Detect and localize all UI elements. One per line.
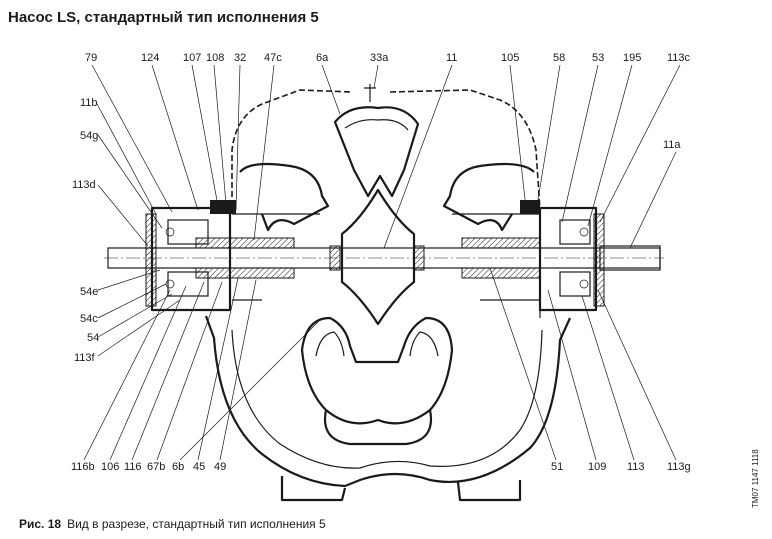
pump-body (104, 84, 664, 502)
callout-45: 45 (193, 461, 205, 473)
callout-106: 106 (101, 461, 119, 473)
figure-number: Рис. 18 (19, 517, 62, 531)
callout-54c: 54c (80, 313, 98, 325)
callout-113d: 113d (72, 179, 96, 191)
callout-113g: 113g (667, 461, 691, 473)
callout-51: 51 (551, 461, 563, 473)
figure-caption-text: Вид в разрезе, стандартный тип исполнени… (67, 517, 326, 531)
callout-79: 79 (85, 52, 97, 64)
callout-54g: 54g (80, 130, 98, 142)
drawing-code: TM07 1147 1118 (751, 449, 760, 508)
page-title: Насос LS, стандартный тип исполнения 5 (8, 9, 319, 26)
callout-53: 53 (592, 52, 604, 64)
callout-33a: 33a (370, 52, 389, 64)
callout-11b: 11b (80, 97, 98, 109)
callout-11a: 11a (663, 139, 681, 151)
callouts-left: 11b 54g 113d 54e 54c 54 113f (72, 97, 99, 364)
callout-105: 105 (501, 52, 519, 64)
callout-116: 116 (124, 461, 142, 473)
callouts-bottom: 116b 106 116 67b 6b 45 49 51 109 113 113… (71, 461, 691, 473)
callout-54e: 54e (80, 286, 98, 298)
callouts-right: 11a (663, 139, 681, 151)
callout-109: 109 (588, 461, 606, 473)
callout-116b: 116b (71, 461, 95, 473)
callout-113c: 113c (667, 52, 691, 64)
callouts-top: 79 124 107 108 32 47c 6a 33a 11 105 58 5… (85, 52, 691, 64)
callout-54: 54 (87, 332, 99, 344)
callout-6b: 6b (172, 461, 184, 473)
callout-124: 124 (141, 52, 159, 64)
callout-113: 113 (627, 461, 645, 473)
callout-49: 49 (214, 461, 226, 473)
leader-lines (83, 64, 681, 461)
figure-caption: Рис. 18 Вид в разрезе, стандартный тип ис… (19, 517, 326, 531)
callout-11: 11 (446, 52, 457, 64)
callout-67b: 67b (147, 461, 165, 473)
callout-32: 32 (234, 52, 246, 64)
callout-108: 108 (206, 52, 224, 64)
callout-195: 195 (623, 52, 641, 64)
callout-58: 58 (553, 52, 565, 64)
callout-6a: 6a (316, 52, 329, 64)
callout-107: 107 (183, 52, 201, 64)
callout-113f: 113f (74, 352, 96, 364)
callout-47c: 47c (264, 52, 282, 64)
